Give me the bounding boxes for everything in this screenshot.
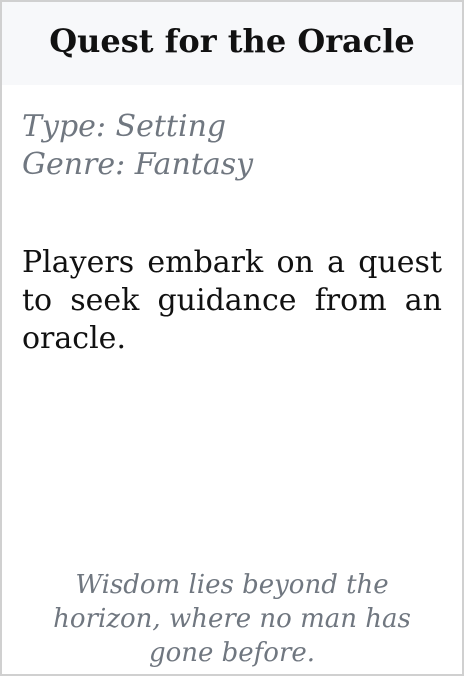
card-genre: Genre: Fantasy <box>22 147 254 182</box>
card-header: Quest for the Oracle <box>2 2 462 85</box>
card-title: Quest for the Oracle <box>49 21 415 60</box>
card-description: Players embark on a quest to seek guidan… <box>22 245 442 356</box>
card-type: Type: Setting <box>22 109 227 144</box>
card-flavor-text: Wisdom lies beyond the horizon, where no… <box>53 570 411 668</box>
card-meta: Type: Setting Genre: Fantasy <box>22 108 253 184</box>
